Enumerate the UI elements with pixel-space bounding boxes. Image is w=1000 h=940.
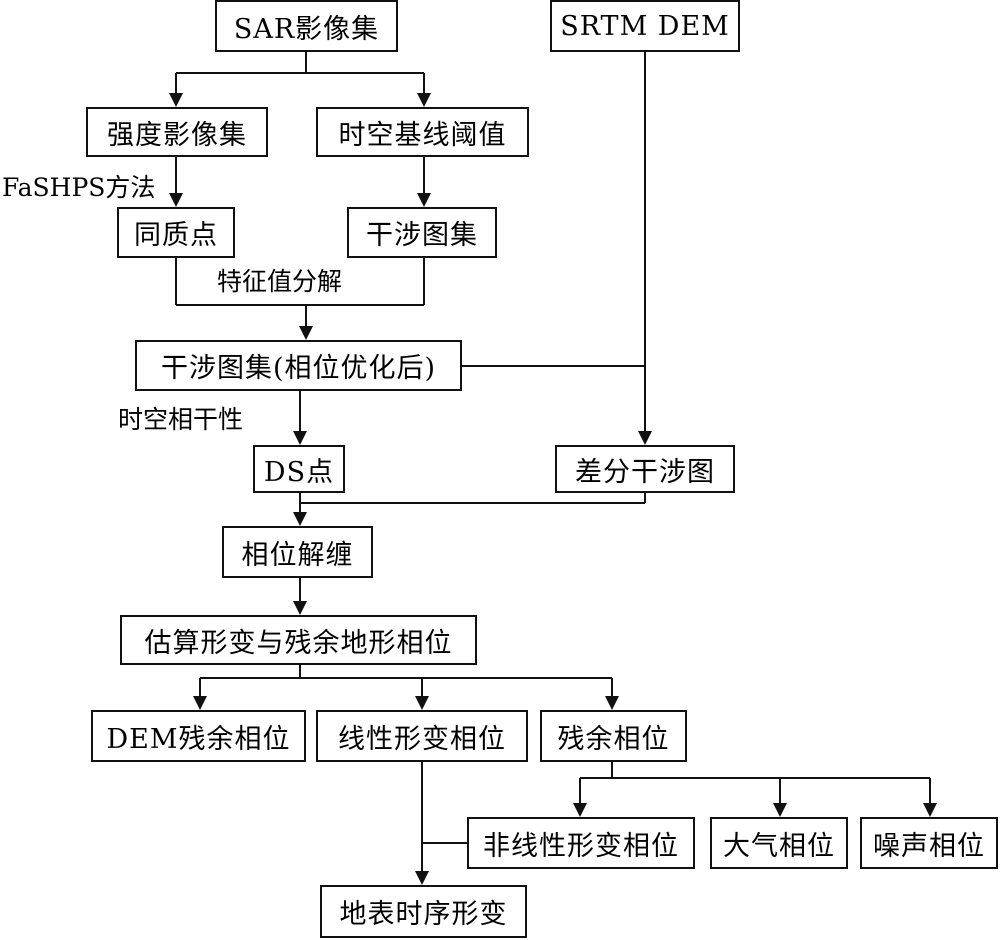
interferogram-set-box: 干涉图集 — [347, 207, 497, 258]
homogeneous-points-box: 同质点 — [117, 207, 235, 258]
interferogram-set-optimized-box: 干涉图集(相位优化后) — [135, 340, 462, 391]
spatiotemporal-coherence-label: 时空相干性 — [118, 405, 244, 434]
atmospheric-phase-box: 大气相位 — [710, 817, 848, 869]
noise-phase-box: 噪声相位 — [860, 817, 998, 869]
sar-image-set-box: SAR影像集 — [215, 0, 398, 52]
linear-deformation-phase-box: 线性形变相位 — [316, 710, 528, 762]
residual-phase-box: 残余相位 — [540, 710, 687, 762]
srtm-dem-box: SRTM DEM — [550, 0, 740, 52]
ds-points-box: DS点 — [253, 445, 345, 493]
intensity-image-set-box: 强度影像集 — [86, 107, 268, 157]
nonlinear-deformation-phase-box: 非线性形变相位 — [467, 817, 695, 869]
spatiotemporal-baseline-threshold-box: 时空基线阈值 — [316, 107, 529, 157]
differential-interferogram-box: 差分干涉图 — [555, 445, 735, 493]
estimate-deformation-residual-topo-box: 估算形变与残余地形相位 — [120, 615, 477, 665]
surface-time-series-deformation-box: 地表时序形变 — [320, 885, 527, 938]
phase-unwrapping-box: 相位解缠 — [222, 526, 373, 578]
fashps-method-label: FaSHPS方法 — [2, 173, 156, 202]
dem-residual-phase-box: DEM残余相位 — [91, 710, 306, 762]
eigen-decomposition-label: 特征值分解 — [217, 267, 343, 296]
